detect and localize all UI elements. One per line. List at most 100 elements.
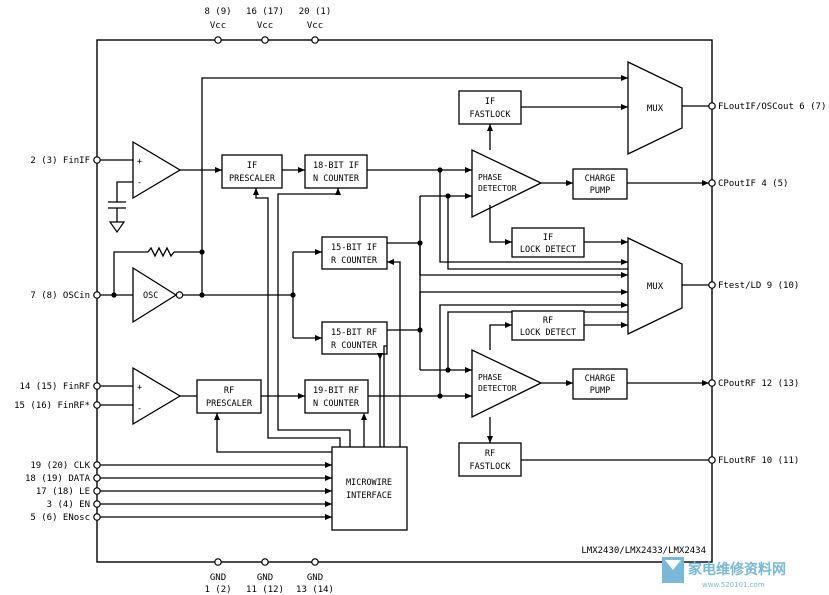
rf-r-counter-line1: 15-BIT RF bbox=[331, 328, 377, 338]
if-cp-line1: CHARGE bbox=[585, 174, 616, 184]
ground-pin-2: GND 11 (12) bbox=[246, 558, 284, 595]
supply-pin-3-name: Vcc bbox=[307, 21, 323, 31]
pin-cpout-rf-label: CPoutRF 12 (13) bbox=[718, 379, 799, 389]
if-phase-detector: PHASE DETECTOR bbox=[471, 148, 543, 219]
if-prescaler-line1: IF bbox=[247, 161, 257, 171]
rf-amp-plus-sign: + bbox=[137, 383, 142, 393]
watermark-url: www.520101.com bbox=[702, 581, 765, 589]
rf-fastlock-block bbox=[458, 442, 522, 477]
watermark-logo: 家电维修资料网 www.520101.com bbox=[662, 557, 786, 589]
rf-cp-line1: CHARGE bbox=[585, 374, 616, 384]
microwire-line2: INTERFACE bbox=[346, 491, 392, 501]
mux-top-label: MUX bbox=[647, 104, 664, 114]
microwire-interface-block bbox=[331, 446, 408, 531]
ground-pin-1: GND 1 (2) bbox=[204, 558, 232, 595]
if-fastlock-line2: FASTLOCK bbox=[470, 110, 512, 120]
if-prescaler-line2: PRESCALER bbox=[229, 174, 276, 184]
pin-ftest-terminal bbox=[708, 281, 716, 289]
rf-charge-pump-block bbox=[572, 368, 628, 400]
rf-ld-line1: RF bbox=[543, 316, 553, 326]
chip-outline bbox=[96, 39, 713, 563]
supply-pin-2-number: 16 (17) bbox=[246, 7, 284, 17]
if-lock-detect-block bbox=[511, 227, 585, 258]
osc-buffer: OSC bbox=[132, 266, 184, 324]
ground-pin-1-name: GND bbox=[210, 573, 226, 583]
mux-mid-label: MUX bbox=[647, 282, 664, 292]
if-n-counter-line1: 18-BIT IF bbox=[313, 161, 359, 171]
if-n-counter-line2: N COUNTER bbox=[313, 174, 360, 184]
rf-phase-detector: PHASE DETECTOR bbox=[471, 348, 543, 419]
rf-amp-minus-sign: - bbox=[137, 404, 142, 414]
pin-finrf-bar-terminal bbox=[93, 401, 101, 409]
rf-cp-line2: PUMP bbox=[590, 386, 610, 396]
pin-flout-rf-label: FLoutRF 10 (11) bbox=[718, 456, 799, 466]
rf-prescaler-line2: PRESCALER bbox=[206, 399, 253, 409]
pin-oscin-terminal bbox=[93, 291, 101, 299]
rf-n-counter-line2: N COUNTER bbox=[313, 399, 360, 409]
if-r-counter-line2: R COUNTER bbox=[331, 256, 378, 266]
pin-ftest-label: Ftest/LD 9 (10) bbox=[718, 281, 799, 291]
supply-pin-1-name: Vcc bbox=[210, 21, 226, 31]
rf-r-counter-line2: R COUNTER bbox=[331, 341, 378, 351]
pin-finrf-label: 14 (15) FinRF bbox=[20, 382, 90, 392]
part-number-label: LMX2430/LMX2433/LMX2434 bbox=[581, 546, 706, 556]
ground-pin-3-number: 13 (14) bbox=[296, 585, 334, 595]
rf-r-counter-block bbox=[321, 321, 388, 355]
pin-cpout-rf-terminal bbox=[708, 379, 716, 387]
ground-pin-2-name: GND bbox=[257, 573, 273, 583]
pin-clk-terminal bbox=[93, 461, 101, 469]
rf-pd-line1: PHASE bbox=[478, 373, 502, 382]
mux-mid: MUX bbox=[627, 236, 683, 336]
pin-le-terminal bbox=[93, 487, 101, 495]
pin-enosc-terminal bbox=[93, 513, 101, 521]
rf-ld-line2: LOCK DETECT bbox=[520, 328, 576, 338]
supply-pin-2-name: Vcc bbox=[257, 21, 273, 31]
supply-pin-3: 20 (1) Vcc bbox=[299, 7, 332, 44]
pin-enosc-label: 5 (6) ENosc bbox=[30, 513, 90, 523]
supply-pin-1-number: 8 (9) bbox=[204, 7, 231, 17]
rf-prescaler-block bbox=[196, 379, 262, 414]
pin-flout-rf-terminal bbox=[708, 456, 716, 464]
osc-label: OSC bbox=[143, 291, 158, 301]
pin-en-label: 3 (4) EN bbox=[47, 500, 90, 510]
ground-pin-1-number: 1 (2) bbox=[204, 585, 231, 595]
pin-cpout-if-label: CPoutIF 4 (5) bbox=[718, 179, 788, 189]
if-n-counter-block bbox=[304, 154, 368, 189]
if-amp-plus-sign: + bbox=[137, 157, 142, 167]
if-amp-minus-sign: - bbox=[137, 178, 142, 188]
microwire-line1: MICROWIRE bbox=[346, 478, 392, 488]
pin-finrf-bar-label: 15 (16) FinRF* bbox=[14, 401, 90, 411]
supply-pin-2: 16 (17) Vcc bbox=[246, 7, 284, 44]
pin-finif-terminal bbox=[93, 156, 101, 164]
pin-le-label: 17 (18) LE bbox=[36, 487, 90, 497]
pin-flout-if-label: FLoutIF/OSCout 6 (7) bbox=[718, 102, 826, 112]
if-ld-line1: IF bbox=[543, 233, 553, 243]
if-ld-line2: LOCK DETECT bbox=[520, 245, 576, 255]
pin-finrf-terminal bbox=[93, 382, 101, 390]
ground-pin-3: GND 13 (14) bbox=[296, 558, 334, 595]
if-pd-line1: PHASE bbox=[478, 173, 502, 182]
rf-n-counter-line1: 19-BIT RF bbox=[313, 386, 359, 396]
watermark-text: 家电维修资料网 bbox=[688, 561, 786, 578]
if-pd-line2: DETECTOR bbox=[478, 184, 517, 193]
rf-n-counter-block bbox=[304, 379, 369, 414]
pin-data-label: 18 (19) DATA bbox=[25, 474, 91, 484]
if-fastlock-line1: IF bbox=[485, 97, 495, 107]
supply-pin-3-number: 20 (1) bbox=[299, 7, 332, 17]
if-r-counter-block bbox=[321, 236, 388, 270]
if-prescaler-block bbox=[221, 154, 283, 189]
rf-prescaler-line1: RF bbox=[224, 386, 234, 396]
pin-finif-label: 2 (3) FinIF bbox=[30, 156, 90, 166]
if-cp-line2: PUMP bbox=[590, 186, 610, 196]
supply-pin-1: 8 (9) Vcc bbox=[204, 7, 232, 44]
ground-pin-3-name: GND bbox=[307, 573, 323, 583]
ground-pin-2-number: 11 (12) bbox=[246, 585, 284, 595]
pin-flout-if-terminal bbox=[708, 102, 716, 110]
if-charge-pump-block bbox=[572, 168, 628, 200]
rf-fastlock-line2: FASTLOCK bbox=[470, 462, 512, 472]
rf-input-amplifier: + - bbox=[132, 366, 182, 426]
pin-cpout-if-terminal bbox=[708, 179, 716, 187]
pin-oscin-label: 7 (8) OSCin bbox=[30, 291, 90, 301]
pin-clk-label: 19 (20) CLK bbox=[30, 461, 90, 471]
